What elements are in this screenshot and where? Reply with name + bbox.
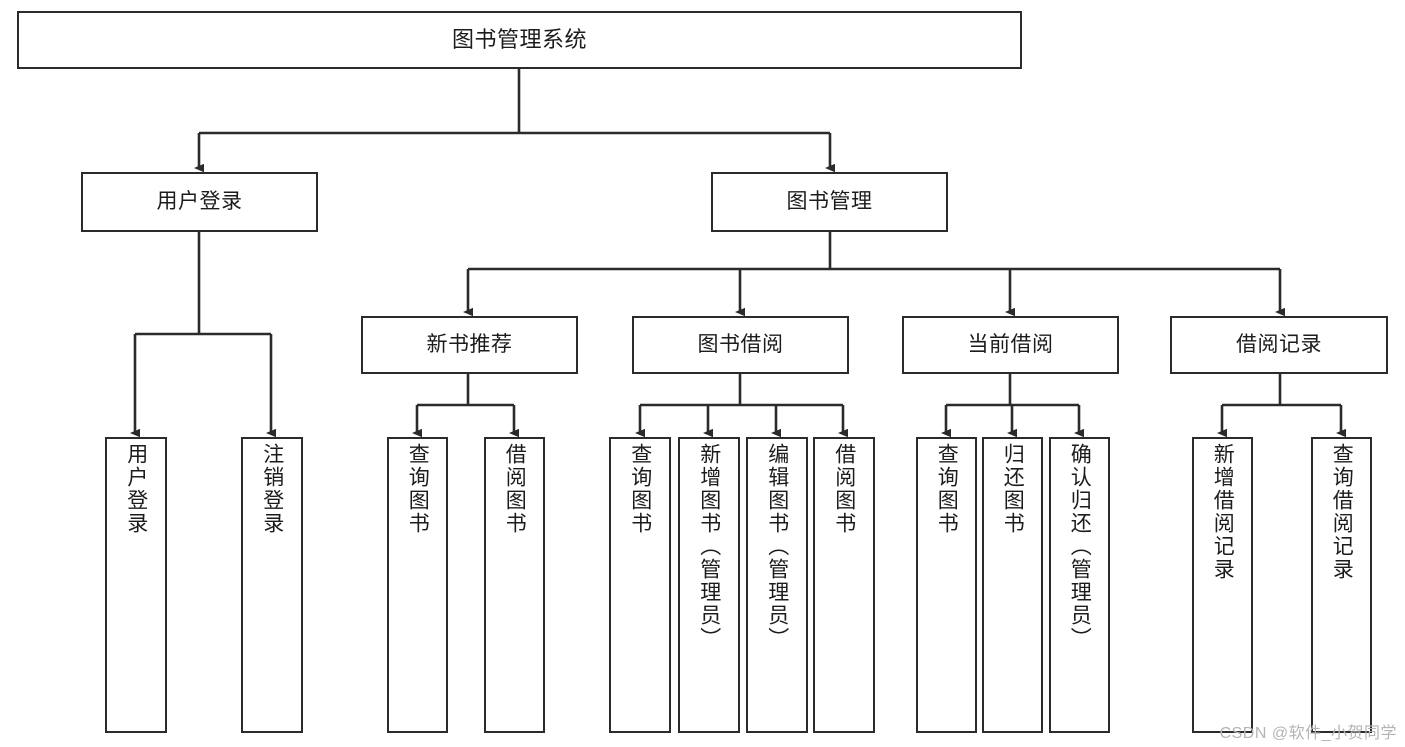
node-label: 借阅图书 (832, 443, 856, 535)
node-label: 用户登录 (124, 443, 148, 535)
node-label: 借阅图书 (503, 443, 527, 535)
node-book-borrow[interactable]: 图书借阅 (632, 316, 849, 374)
node-leaf-borrow-book-recommend[interactable]: 借阅图书 (484, 437, 545, 733)
node-label: 查询借阅记录 (1330, 443, 1354, 581)
node-leaf-add-book-admin[interactable]: 新增图书（管理员） (678, 437, 740, 733)
node-label: 新增图书（管理员） (697, 443, 721, 650)
node-label: 查询图书 (935, 443, 959, 535)
node-label: 图书借阅 (697, 332, 784, 356)
node-leaf-query-book[interactable]: 查询图书 (609, 437, 671, 733)
node-label: 图书管理系统 (451, 27, 587, 53)
node-label: 确认归还（管理员） (1068, 443, 1092, 650)
node-leaf-add-borrow-record[interactable]: 新增借阅记录 (1192, 437, 1253, 733)
node-label: 编辑图书（管理员） (765, 443, 789, 650)
csdn-watermark: CSDN @软件_小贺同学 (1219, 725, 1397, 742)
node-root-book-management-system[interactable]: 图书管理系统 (17, 11, 1022, 69)
node-new-book-recommend[interactable]: 新书推荐 (361, 316, 578, 374)
node-label: 用户登录 (156, 189, 243, 213)
node-borrow-record[interactable]: 借阅记录 (1170, 316, 1388, 374)
node-leaf-return-book[interactable]: 归还图书 (982, 437, 1043, 733)
node-label: 查询图书 (406, 443, 430, 535)
node-leaf-query-borrow-record[interactable]: 查询借阅记录 (1311, 437, 1372, 733)
node-user-login[interactable]: 用户登录 (81, 172, 318, 232)
node-label: 新增借阅记录 (1211, 443, 1235, 581)
node-label: 查询图书 (628, 443, 652, 535)
node-current-borrow[interactable]: 当前借阅 (902, 316, 1119, 374)
node-leaf-user-logout[interactable]: 注销登录 (241, 437, 303, 733)
node-label: 图书管理 (786, 189, 873, 213)
node-leaf-edit-book-admin[interactable]: 编辑图书（管理员） (746, 437, 808, 733)
node-book-management[interactable]: 图书管理 (711, 172, 948, 232)
node-leaf-query-book-current[interactable]: 查询图书 (916, 437, 977, 733)
node-label: 归还图书 (1001, 443, 1025, 535)
node-label: 当前借阅 (967, 332, 1054, 356)
node-leaf-user-login[interactable]: 用户登录 (105, 437, 167, 733)
node-label: 借阅记录 (1236, 332, 1322, 356)
node-leaf-confirm-return-admin[interactable]: 确认归还（管理员） (1049, 437, 1110, 733)
node-label: 新书推荐 (426, 332, 513, 356)
node-leaf-borrow-book[interactable]: 借阅图书 (813, 437, 875, 733)
node-leaf-query-book-recommend[interactable]: 查询图书 (387, 437, 448, 733)
node-label: 注销登录 (260, 443, 284, 535)
